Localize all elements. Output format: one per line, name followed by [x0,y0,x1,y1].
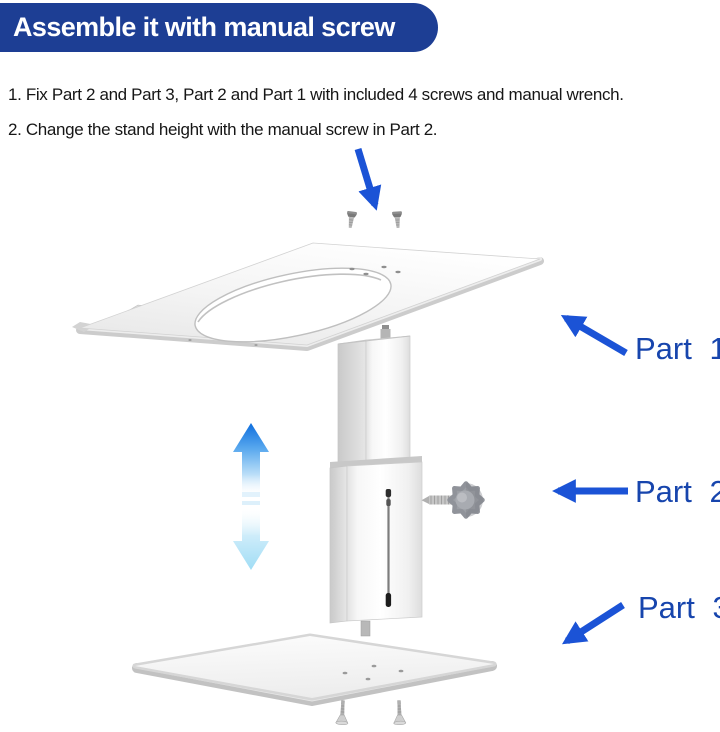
screws-pointer-arrow-icon [354,147,382,211]
height-up-arrow-icon [233,423,269,497]
part2-slot-bottom-cap [385,593,392,607]
part2-lower-side-face [329,465,348,624]
screw-icon [344,210,358,229]
height-arrow-fade-bar [242,492,260,497]
knob-highlight [457,492,467,503]
page-title: Assemble it with manual screw [13,12,395,42]
part2-lower-front-face [346,461,423,622]
part2-upper-front-face [365,335,411,467]
knob-shaft-threads [430,495,449,505]
part3-screw-holes [342,664,404,681]
part1-top-plate [72,242,544,351]
part1-cable-hole [194,267,392,343]
part1-screw-holes [349,265,401,276]
part2-column [329,325,423,637]
part3-arrow-icon [561,602,625,645]
instruction-step-1: 1. Fix Part 2 and Part 3, Part 2 and Par… [8,85,624,104]
instruction-step-2: 2. Change the stand height with the manu… [8,120,438,139]
part1-label: Part 1 [635,331,720,366]
part1-edge-hole [254,344,258,346]
part2-slot-mark [386,499,391,506]
part1-arrow-icon [560,314,628,357]
part2-top-stud [380,329,391,340]
part3-base-plate [132,633,497,706]
screw-icon [335,699,350,726]
part3-plate-surface [135,636,494,698]
part1-edge-hole [188,339,192,341]
part2-slot-top-cap [385,489,392,497]
screw-icon [391,210,404,229]
part3-label: Part 3 [638,590,720,625]
height-down-arrow-icon [233,508,269,570]
knob-shaft [429,495,453,505]
knob-shaft-tip [421,496,429,504]
instructions: 1. Fix Part 2 and Part 3, Part 2 and Par… [8,77,624,147]
part2-upper-top-edge [337,335,411,345]
part2-bottom-stud [360,620,371,637]
part2-upper-side-face [337,339,367,470]
screw-icon [392,699,407,726]
manual-screw-knob [421,481,485,519]
title-banner: Assemble it with manual screw [0,3,438,52]
part2-top-stud-tip [382,325,389,330]
part1-hole-inner-shadow [197,273,382,323]
height-arrow-fade-bar [242,501,260,505]
part2-label: Part 2 [635,474,720,509]
